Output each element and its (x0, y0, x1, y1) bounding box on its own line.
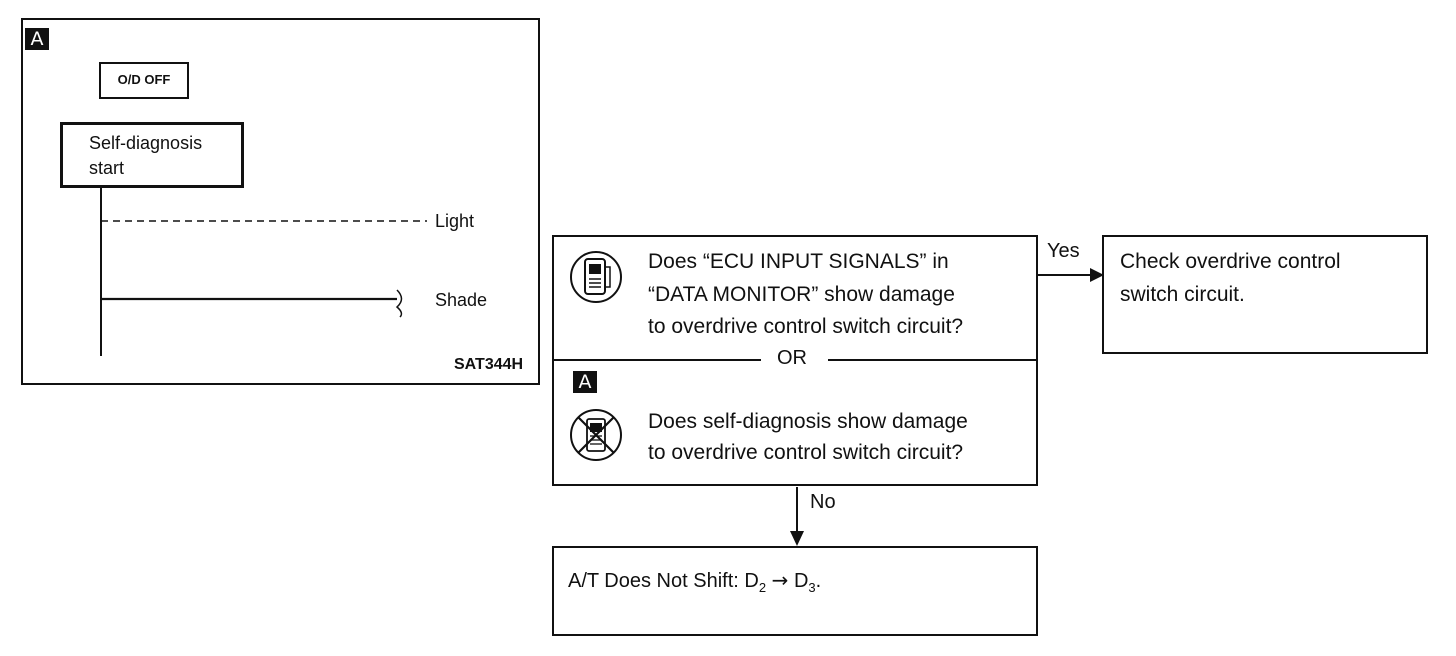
selfdiag-question-line-1: Does self-diagnosis show damage (648, 410, 968, 433)
question-badge-a: A (573, 371, 597, 393)
od-off-button: O/D OFF (99, 62, 189, 99)
or-divider-left (553, 359, 761, 361)
result-period: . (815, 570, 822, 592)
figure-code: SAT344H (454, 356, 524, 373)
consult-question-line-1: Does “ECU INPUT SIGNALS” in (648, 250, 949, 273)
consult-question-line-3: to overdrive control switch circuit? (648, 315, 964, 338)
consult-question-line-2: “DATA MONITOR” show damage (648, 283, 955, 306)
or-divider-right (828, 359, 1036, 361)
result-prefix: A/T Does Not Shift: D (568, 570, 759, 592)
no-arrow (790, 487, 804, 546)
no-label: No (810, 491, 836, 513)
shift-arrow: → (771, 568, 789, 592)
self-diagnosis-start-box: Self-diagnosis start (60, 122, 244, 188)
result-sub-3: 3 (808, 580, 816, 595)
yes-label: Yes (1047, 240, 1080, 262)
light-label: Light (435, 211, 475, 231)
or-label: OR (777, 347, 807, 369)
yes-arrow (1038, 268, 1104, 282)
result-sub-2: 2 (758, 580, 767, 595)
inset-badge-a: A (25, 28, 49, 50)
yes-action-box: Check overdrive control switch circuit. (1102, 235, 1428, 354)
consult-tester-icon (570, 251, 622, 303)
self-diagnosis-label-2: start (89, 158, 125, 178)
self-diagnosis-label-1: Self-diagnosis (89, 133, 203, 153)
od-off-label: O/D OFF (117, 72, 171, 87)
no-result-box: A/T Does Not Shift: D2 → D3. (552, 546, 1038, 636)
selfdiag-question-line-2: to overdrive control switch circuit? (648, 441, 964, 464)
yes-action-line-2: switch circuit. (1120, 283, 1245, 306)
yes-action-line-1: Check overdrive control (1120, 250, 1341, 273)
no-result-text: A/T Does Not Shift: D2 → D3. (568, 568, 821, 595)
result-d: D (793, 570, 809, 592)
inset-timing-lines (100, 188, 427, 356)
no-tester-icon (570, 409, 622, 461)
question-box (552, 235, 1038, 486)
shade-label: Shade (435, 290, 488, 310)
